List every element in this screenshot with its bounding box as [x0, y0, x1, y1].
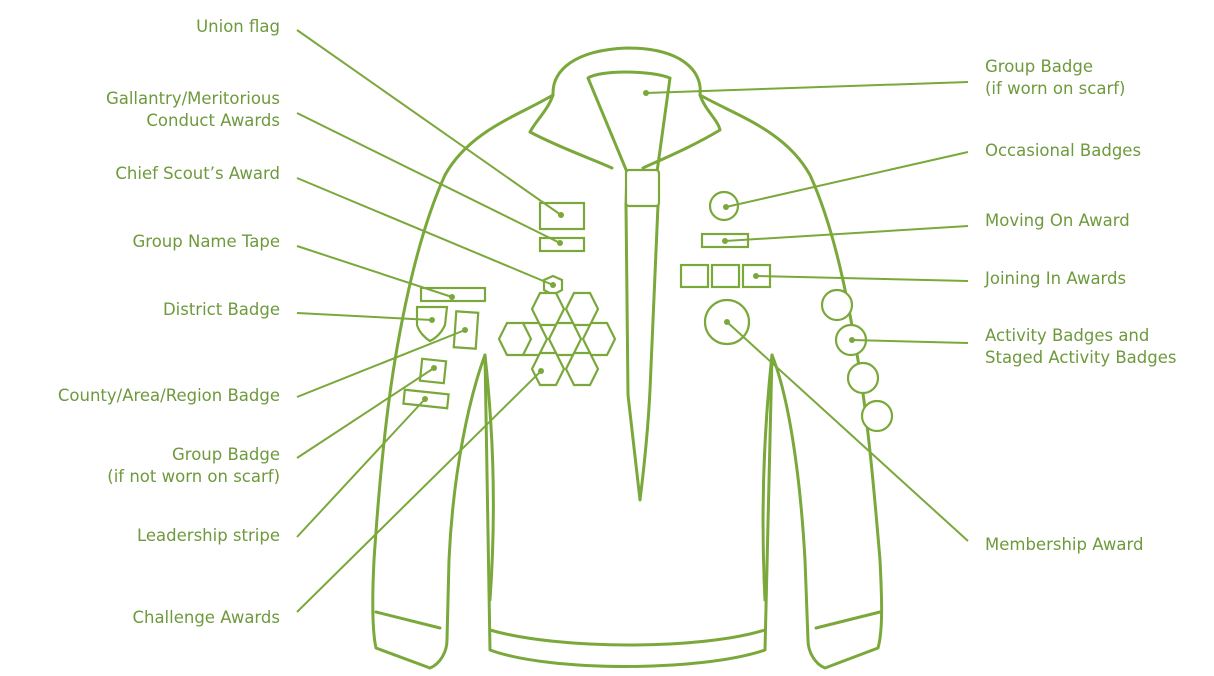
activity-badge-1 — [822, 290, 852, 320]
leader-leadership-stripe — [297, 399, 425, 537]
joining-in-award-1 — [681, 265, 708, 287]
shirt-outline — [373, 48, 882, 668]
leader-gallantry — [297, 113, 560, 243]
label-district-badge: District Badge — [163, 299, 280, 321]
scarf — [588, 72, 670, 500]
district-badge-shield — [417, 307, 447, 341]
leader-lines — [297, 30, 968, 612]
leader-group-badge-scarf — [646, 82, 968, 93]
label-chief-scouts-award: Chief Scout’s Award — [115, 163, 280, 185]
leader-group-badge-not-scarf — [297, 368, 434, 458]
leader-occasional-badges — [726, 152, 968, 207]
hem — [490, 630, 765, 645]
label-gallantry-awards: Gallantry/Meritorious Conduct Awards — [106, 88, 280, 132]
label-challenge-awards: Challenge Awards — [132, 607, 280, 629]
activity-badge-3 — [848, 363, 878, 393]
leader-chief-scout — [297, 178, 553, 285]
leader-joining-in — [756, 276, 968, 281]
group-badge-patch — [420, 359, 446, 383]
badges — [403, 192, 892, 431]
label-county-badge: County/Area/Region Badge — [58, 385, 280, 407]
label-group-badge-not-scarf: Group Badge (if not worn on scarf) — [107, 444, 280, 488]
right-cuff — [816, 612, 880, 628]
leader-activity-badges — [852, 340, 968, 343]
leader-challenge-awards — [297, 371, 541, 612]
label-activity-badges: Activity Badges and Staged Activity Badg… — [985, 325, 1176, 369]
label-moving-on-award: Moving On Award — [985, 210, 1130, 232]
collar — [530, 48, 720, 168]
label-leadership-stripe: Leadership stripe — [137, 525, 280, 547]
challenge-awards-hexagons — [499, 293, 615, 385]
joining-in-award-2 — [712, 265, 739, 287]
label-union-flag: Union flag — [196, 16, 280, 38]
leader-group-name-tape — [297, 246, 452, 297]
label-occasional-badges: Occasional Badges — [985, 140, 1141, 162]
label-group-name-tape: Group Name Tape — [133, 231, 281, 253]
activity-badge-4 — [862, 401, 892, 431]
label-joining-in-awards: Joining In Awards — [985, 268, 1126, 290]
left-cuff — [376, 612, 440, 628]
woggle — [626, 170, 659, 206]
label-membership-award: Membership Award — [985, 534, 1143, 556]
leader-moving-on — [725, 226, 968, 241]
leader-district-badge — [297, 313, 432, 320]
label-group-badge-scarf: Group Badge (if worn on scarf) — [985, 56, 1125, 100]
leader-union-flag — [297, 30, 561, 215]
